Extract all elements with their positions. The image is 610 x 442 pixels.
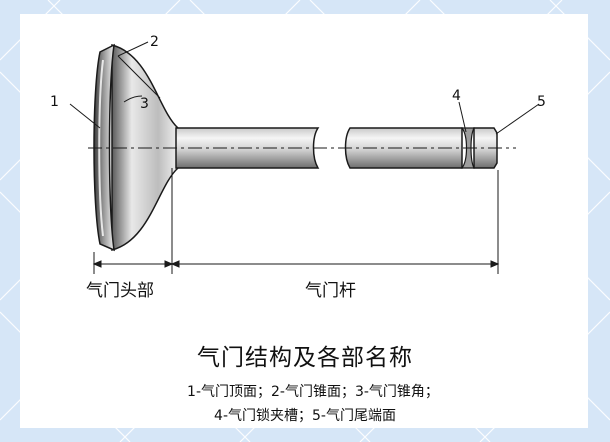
- callout-5: 5: [537, 94, 546, 110]
- legend-line-2: 4-气门锁夹槽；5-气门尾端面: [214, 408, 396, 424]
- valve-stem: [175, 127, 498, 169]
- callout-2: 2: [150, 34, 159, 50]
- callout-4: 4: [452, 88, 461, 104]
- diagram-title: 气门结构及各部名称: [197, 345, 413, 371]
- legend-line-1: 1-气门顶面；2-气门锥面；3-气门锥角；: [187, 384, 439, 400]
- stem-dimension-label: 气门杆: [305, 281, 356, 301]
- head-dimension-label: 气门头部: [86, 281, 154, 301]
- callout-1: 1: [50, 94, 59, 110]
- callout-3: 3: [140, 96, 149, 112]
- dimension-lines: [92, 168, 500, 274]
- leader-lines: [69, 41, 540, 135]
